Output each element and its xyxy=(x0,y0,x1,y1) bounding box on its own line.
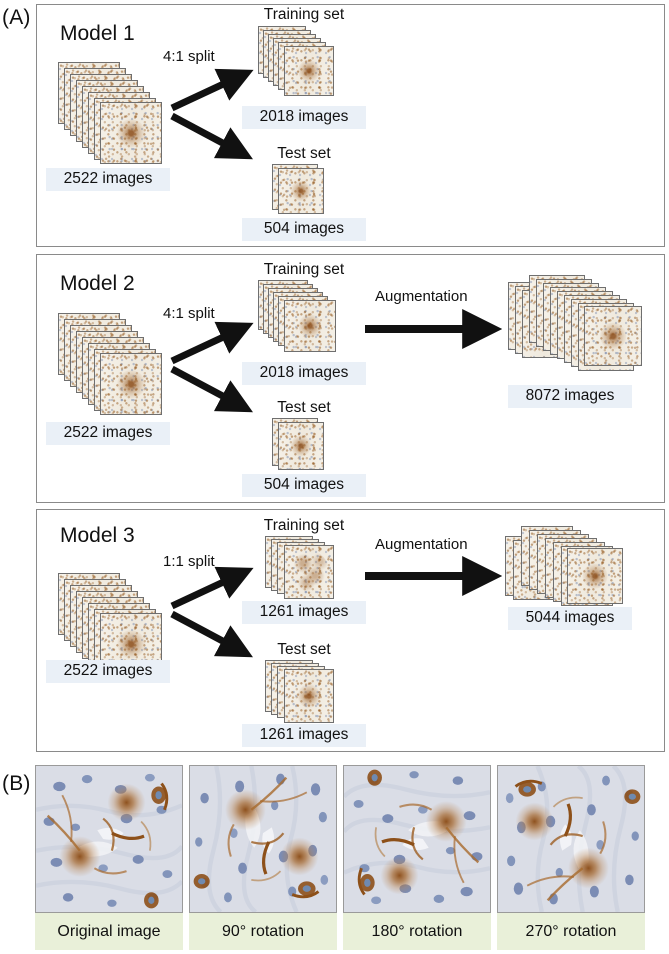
model-3-test-title: Test set xyxy=(277,641,331,658)
model-3-source-caption: 2522 images xyxy=(46,660,170,683)
panel-letter-a: (A) xyxy=(2,6,31,29)
model-1-arrow-to-test xyxy=(170,112,253,160)
model-2-training-title: Training set xyxy=(263,261,345,278)
model-3-augmentation-label: Augmentation xyxy=(375,536,468,553)
model-1-split-label: 4:1 split xyxy=(163,48,215,65)
model-3-arrow-to-training xyxy=(170,566,254,610)
model-2-test-caption: 504 images xyxy=(242,474,366,497)
panel-b-augmentation-examples: Original image 90° rotation 180° rotatio… xyxy=(35,765,645,950)
model-1-title: Model 1 xyxy=(60,22,135,45)
model-3-split-label: 1:1 split xyxy=(163,553,215,570)
model-1-training-title: Training set xyxy=(263,6,345,23)
model-3-augmented-image-stack xyxy=(505,522,641,620)
model-3-arrow-to-test xyxy=(170,610,253,658)
histology-image-rotated-180 xyxy=(343,765,491,913)
histology-image-rotated-270 xyxy=(497,765,645,913)
model-2-source-image-stack xyxy=(58,313,162,415)
model-1-test-caption: 504 images xyxy=(242,218,366,241)
model-2-augmentation-label: Augmentation xyxy=(375,288,468,305)
model-3-training-title: Training set xyxy=(263,517,345,534)
panel-b-cell-rot90: 90° rotation xyxy=(189,765,337,950)
model-1-training-caption: 2018 images xyxy=(242,106,366,129)
model-2-test-title: Test set xyxy=(277,399,331,416)
model-3-training-caption: 1261 images xyxy=(242,601,366,624)
model-2-arrow-to-training xyxy=(170,321,254,365)
model-2-augmented-caption: 8072 images xyxy=(508,385,632,408)
histology-image-rotated-90 xyxy=(189,765,337,913)
model-2-title: Model 2 xyxy=(60,272,135,295)
model-1-test-title: Test set xyxy=(277,145,331,162)
model-3-training-image-stack xyxy=(265,536,341,604)
model-3-test-image-stack xyxy=(265,660,341,728)
panel-b-cell-original: Original image xyxy=(35,765,183,950)
model-1-source-image-stack xyxy=(58,62,162,164)
model-3-augmented-caption: 5044 images xyxy=(508,607,632,630)
model-3-augmentation-arrow xyxy=(365,556,503,596)
model-1-training-image-stack xyxy=(258,26,338,98)
model-2-augmentation-arrow xyxy=(365,309,503,349)
model-2-split-label: 4:1 split xyxy=(163,305,215,322)
panel-b-label-original: Original image xyxy=(35,913,183,950)
model-2-training-image-stack xyxy=(258,280,338,358)
model-3-test-caption: 1261 images xyxy=(242,724,366,747)
panel-b-label-rot90: 90° rotation xyxy=(189,913,337,950)
panel-b-label-rot180: 180° rotation xyxy=(343,913,491,950)
panel-b-cell-rot180: 180° rotation xyxy=(343,765,491,950)
model-3-title: Model 3 xyxy=(60,524,135,547)
panel-b-cell-rot270: 270° rotation xyxy=(497,765,645,950)
model-2-arrow-to-test xyxy=(170,365,253,413)
panel-letter-b: (B) xyxy=(2,772,31,795)
model-2-test-image-stack xyxy=(272,418,330,474)
histology-image-original xyxy=(35,765,183,913)
model-2-source-caption: 2522 images xyxy=(46,422,170,445)
model-1-arrow-to-training xyxy=(170,68,254,112)
model-1-source-caption: 2522 images xyxy=(46,168,170,191)
model-1-test-image-stack xyxy=(272,164,330,218)
panel-b-label-rot270: 270° rotation xyxy=(497,913,645,950)
model-2-augmented-image-stack xyxy=(508,272,642,392)
model-2-training-caption: 2018 images xyxy=(242,362,366,385)
